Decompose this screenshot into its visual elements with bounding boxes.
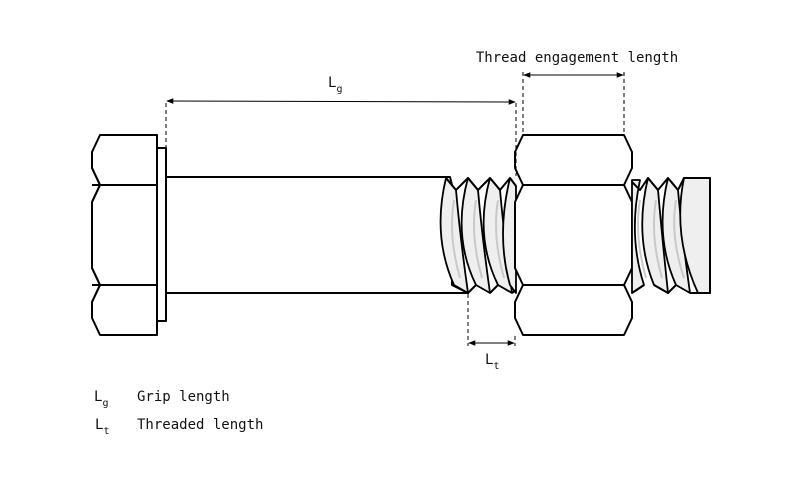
threads-left [439,177,517,294]
legend-threaded-text: Threaded length [137,417,263,433]
grip-length-label: Lg [328,75,342,95]
bolt-shank [165,176,469,294]
threads-right [631,177,711,294]
engagement-dimension [522,72,625,134]
legend-threaded-symbol: Lt [95,417,109,437]
legend-grip-symbol: Lg [94,389,108,409]
legend: Lg Grip length Lt Threaded length [94,389,263,437]
nut [514,134,633,336]
legend-grip-text: Grip length [137,389,230,405]
grip-length-dimension [165,98,517,176]
bolt-washer-face [156,147,167,322]
threaded-length-label: Lt [485,352,499,372]
engagement-label: Thread engagement length [476,50,678,66]
bolt-head [91,134,158,336]
threaded-length-dimension [467,294,516,346]
